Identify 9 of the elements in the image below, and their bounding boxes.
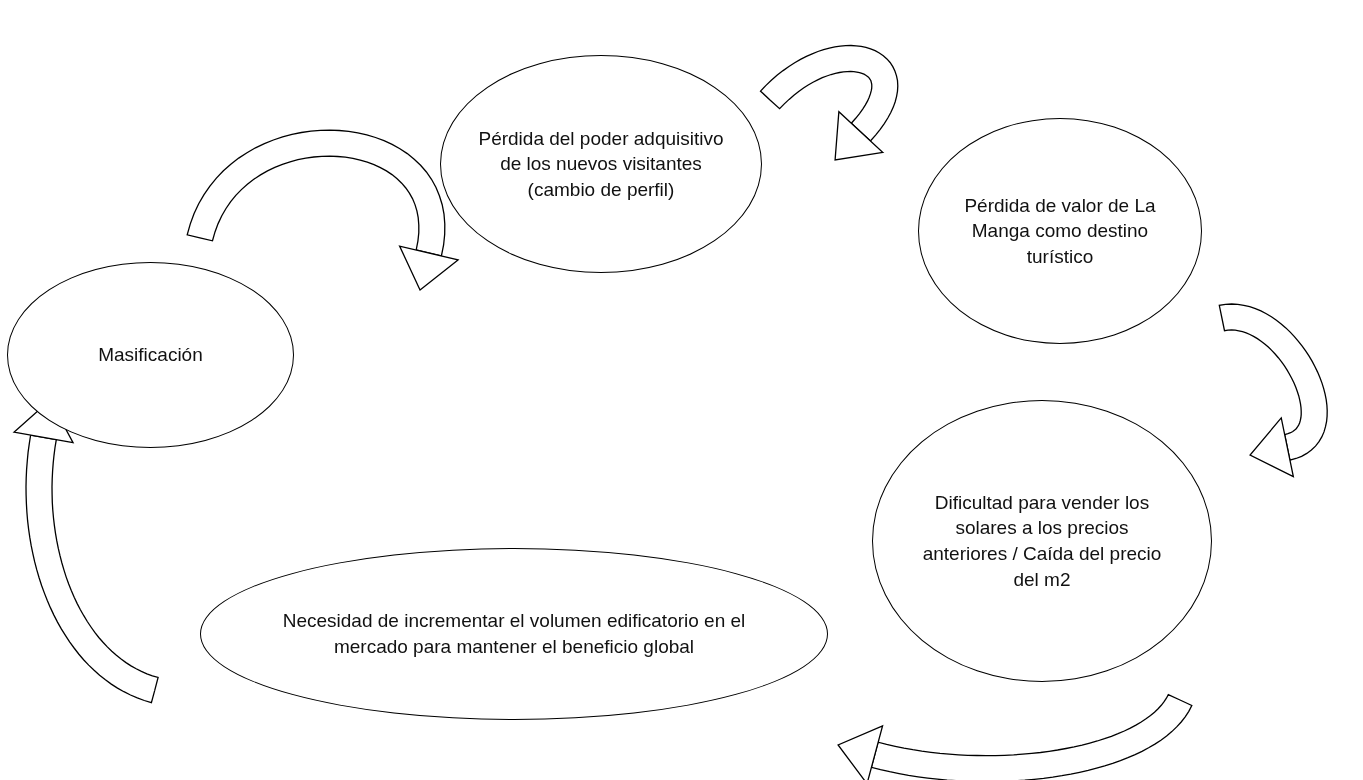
node-text: Dificultad para vender los solares a los precios anteriores / Caída del precio del m2 [921,490,1163,592]
node-text: Pérdida de valor de La Manga como destino turístico [963,193,1157,269]
node-text: Pérdida del poder adquisitivo de los nuevos visitantes (cambio de perfil) [477,126,725,202]
curved-block-arrow [186,129,459,291]
curved-block-arrow [759,44,899,161]
curved-block-arrow [1218,303,1328,478]
node-text: Necesidad de incrementar el volumen edificatorio en el mercado para mantener el beneficio global [281,609,747,659]
node-text: Masificación [98,343,203,368]
curved-block-arrow [837,693,1193,780]
